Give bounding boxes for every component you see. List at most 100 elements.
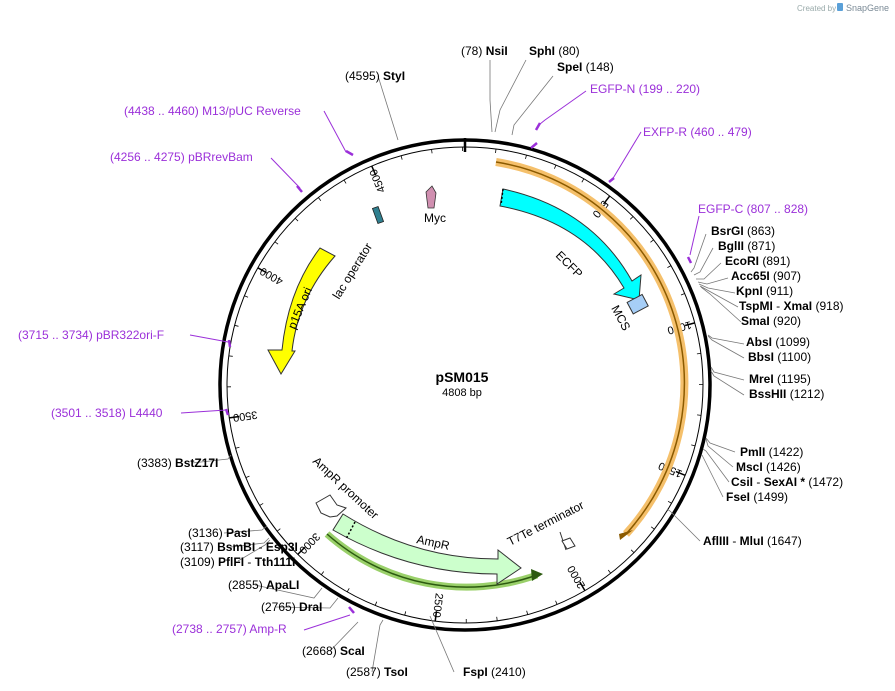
tick-mark bbox=[555, 600, 558, 605]
site-label-sphi: SphI (80) bbox=[529, 44, 580, 58]
site-position: (78) bbox=[461, 44, 486, 58]
site-label-mrei: MreI (1195) bbox=[749, 372, 811, 386]
site-name: BssHII bbox=[749, 387, 786, 401]
site-label-apali: (2855) ApaLI bbox=[228, 578, 299, 592]
site-position: (871) bbox=[744, 239, 775, 253]
site-name: AbsI bbox=[746, 335, 772, 349]
primer-name: EXFP-R bbox=[643, 125, 690, 139]
site-text: AflIII - MluI (1647) bbox=[703, 534, 802, 548]
primer-label-pbr322ori-f: (3715 .. 3734) pBR322ori-F bbox=[18, 328, 164, 342]
site-text: SmaI (920) bbox=[741, 314, 801, 328]
green-arc-core bbox=[326, 533, 538, 588]
tick-label: 2500 bbox=[430, 592, 445, 618]
site-label-absi: AbsI (1099) bbox=[746, 335, 810, 349]
ampr-promoter-arrow bbox=[315, 494, 347, 518]
site-position: (1499) bbox=[750, 490, 788, 504]
site-name: KpnI bbox=[736, 284, 763, 298]
snapgene-credit: Created by SnapGene bbox=[797, 3, 889, 13]
tick-mark bbox=[244, 295, 249, 298]
site-text: SphI (80) bbox=[529, 44, 580, 58]
site-position: (2668) bbox=[302, 644, 340, 658]
site-position: (1426) bbox=[763, 460, 801, 474]
site-name: DraI bbox=[299, 600, 322, 614]
site-label-nsii: (78) NsiI bbox=[461, 44, 508, 58]
ampr-label: AmpR bbox=[415, 532, 451, 553]
site-position: (2855) bbox=[228, 578, 266, 592]
tick-mark bbox=[320, 571, 325, 575]
site-label-smai: SmaI (920) bbox=[741, 314, 801, 328]
tick-mark bbox=[404, 611, 407, 616]
site-position: (2587) bbox=[346, 665, 384, 679]
tick-mark bbox=[276, 528, 281, 532]
primer-label-m13-puc-reverse: (4438 .. 4460) M13/pUC Reverse bbox=[124, 104, 301, 118]
site-name: SphI bbox=[529, 44, 555, 58]
site-position: (1647) bbox=[764, 534, 802, 548]
site-label-bsrgi: BsrGI (863) bbox=[711, 224, 775, 238]
primer-range: (199 .. 220) bbox=[639, 82, 700, 96]
site-label-scai: (2668) ScaI bbox=[302, 644, 365, 658]
site-label-msci: MscI (1426) bbox=[736, 460, 801, 474]
tick-mark bbox=[235, 446, 240, 449]
tick-mark bbox=[667, 500, 672, 504]
tick-mark bbox=[684, 322, 695, 327]
site-label-bsmbi: (3117) BsmBI - Esp3I bbox=[180, 540, 298, 554]
primer-label-l4440: (3501 .. 3518) L4440 bbox=[51, 406, 163, 420]
site-name: CsiI bbox=[731, 475, 753, 489]
site-text: (2668) ScaI bbox=[302, 644, 365, 658]
site-text: FseI (1499) bbox=[726, 490, 788, 504]
ampr-start-mark bbox=[345, 521, 356, 540]
primer-name: pBR322ori-F bbox=[96, 328, 164, 342]
myc-mark bbox=[425, 185, 437, 209]
green-arc-head bbox=[531, 569, 543, 581]
site-label-styi: (4595) StyI bbox=[345, 69, 405, 83]
primer-label-exfp-r: EXFP-R (460 .. 479) bbox=[643, 125, 752, 139]
site-position: (1422) bbox=[765, 445, 803, 459]
tick-label: 4000 bbox=[258, 265, 285, 288]
tick-mark bbox=[297, 546, 306, 555]
site-position: (3136) bbox=[188, 526, 226, 540]
site-position: (3117) bbox=[180, 540, 217, 554]
primer-label-pbrrevbam: (4256 .. 4275) pBRrevBam bbox=[110, 150, 253, 164]
site-text: EcoRI (891) bbox=[725, 254, 790, 268]
tick-mark bbox=[400, 155, 403, 160]
site-position: (1195) bbox=[774, 372, 811, 386]
site-position: (2765) bbox=[261, 600, 299, 614]
tick-mark bbox=[697, 414, 702, 416]
site-name: ScaI bbox=[340, 644, 365, 658]
primer-range: (3501 .. 3518) bbox=[51, 406, 129, 420]
site-position: (907) bbox=[770, 269, 801, 283]
primer-labels: EGFP-N (199 .. 220)EXFP-R (460 .. 479)EG… bbox=[18, 82, 808, 636]
ampr-arrow bbox=[332, 513, 522, 585]
tick-mark bbox=[680, 293, 685, 296]
tick-mark bbox=[274, 241, 279, 245]
primer-range: (460 .. 479) bbox=[690, 125, 751, 139]
site-label-acc65i: Acc65I (907) bbox=[731, 269, 801, 283]
tick-label: 3500 bbox=[232, 408, 258, 423]
tick-mark bbox=[294, 217, 299, 222]
orange-arc bbox=[495, 158, 689, 537]
site-name: PasI bbox=[226, 526, 251, 540]
site-label-fspi: FspI (2410) bbox=[463, 665, 526, 679]
site-label-pasi: (3136) PasI bbox=[188, 526, 251, 540]
site-name-2: MluI bbox=[740, 534, 764, 548]
ecfp-start-mark bbox=[500, 188, 504, 206]
site-name: SpeI bbox=[557, 60, 582, 74]
site-name-2: XmaI bbox=[783, 299, 812, 313]
tick-mark bbox=[581, 178, 585, 183]
primer-range: (3715 .. 3734) bbox=[18, 328, 96, 342]
site-name: BsmBI bbox=[217, 540, 255, 554]
site-name: MscI bbox=[736, 460, 763, 474]
site-name: PflFI bbox=[218, 555, 244, 569]
tick-mark bbox=[234, 324, 239, 327]
primer-name: EGFP-C bbox=[698, 202, 747, 216]
tick-mark bbox=[374, 601, 378, 606]
primer-marks bbox=[224, 122, 693, 614]
site-label-kpni: KpnI (911) bbox=[736, 284, 793, 298]
site-label-bsshii: BssHII (1212) bbox=[749, 387, 824, 401]
site-label-tsoi: (2587) TsoI bbox=[346, 665, 408, 679]
site-text: (78) NsiI bbox=[461, 44, 508, 58]
credit-brand: SnapGene bbox=[846, 3, 889, 13]
site-position: (148) bbox=[582, 60, 613, 74]
orange-arc-head bbox=[619, 530, 633, 540]
site-name-2: Tth111I bbox=[255, 555, 296, 569]
